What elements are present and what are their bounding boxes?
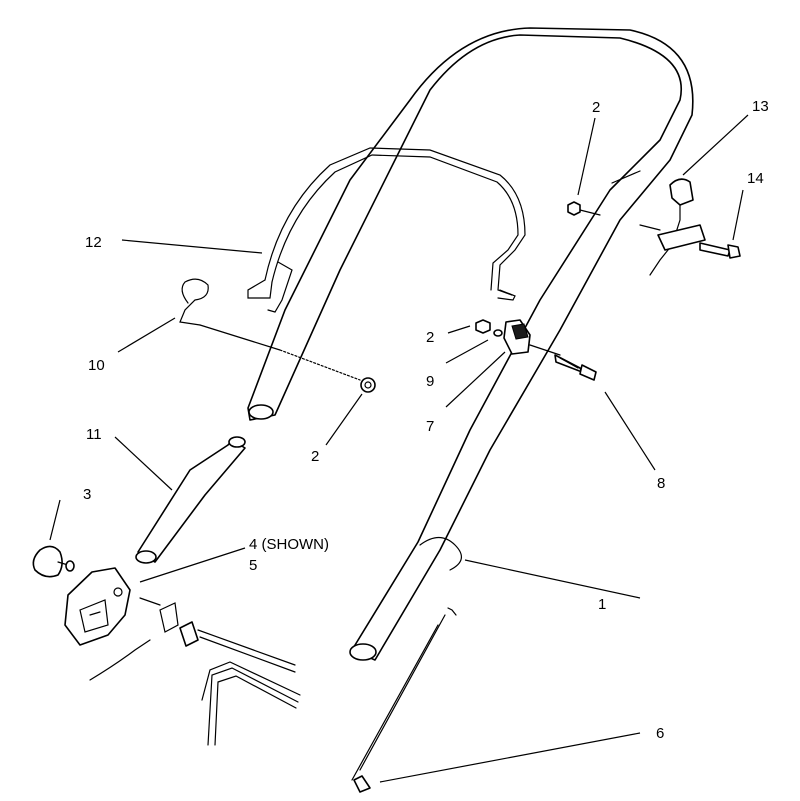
part-shift-lever bbox=[639, 178, 706, 276]
callout-2-lower: 2 bbox=[311, 448, 319, 465]
callout-11: 11 bbox=[86, 426, 102, 443]
part-handle-knob bbox=[32, 545, 75, 578]
callout-2-switch: 2 bbox=[426, 329, 434, 346]
part-nut-switch bbox=[475, 319, 491, 334]
part-switch-block bbox=[503, 319, 561, 356]
callout-6: 6 bbox=[656, 725, 664, 742]
part-nut-lower bbox=[360, 377, 376, 393]
callout-12: 12 bbox=[85, 234, 102, 251]
callout-13: 13 bbox=[752, 98, 769, 115]
part-control-bail bbox=[247, 147, 526, 313]
callout-10: 10 bbox=[88, 357, 105, 374]
callout-labels: 1 2 2 2 3 4 (SHOWN) 5 6 7 8 9 10 11 12 1… bbox=[83, 98, 769, 742]
callout-14: 14 bbox=[747, 170, 764, 187]
part-deck-frame bbox=[89, 597, 301, 746]
part-carriage-bolt bbox=[554, 354, 597, 381]
leader-lines bbox=[49, 114, 749, 783]
callout-5: 5 bbox=[249, 557, 257, 574]
part-bolt bbox=[699, 242, 741, 259]
callout-3: 3 bbox=[83, 486, 91, 503]
callout-9: 9 bbox=[426, 373, 434, 390]
callout-1: 1 bbox=[598, 596, 606, 613]
part-lower-handle bbox=[135, 436, 246, 564]
callout-2-upper: 2 bbox=[592, 99, 600, 116]
callout-8: 8 bbox=[657, 475, 665, 492]
part-nut-upper bbox=[567, 201, 601, 216]
part-control-cable bbox=[351, 607, 457, 793]
part-handle-pin bbox=[179, 278, 361, 381]
callout-4: 4 (SHOWN) bbox=[249, 536, 329, 553]
callout-7: 7 bbox=[426, 418, 434, 435]
part-washer bbox=[493, 329, 503, 337]
part-upper-handle bbox=[247, 27, 694, 661]
part-handle-bracket bbox=[64, 567, 131, 646]
